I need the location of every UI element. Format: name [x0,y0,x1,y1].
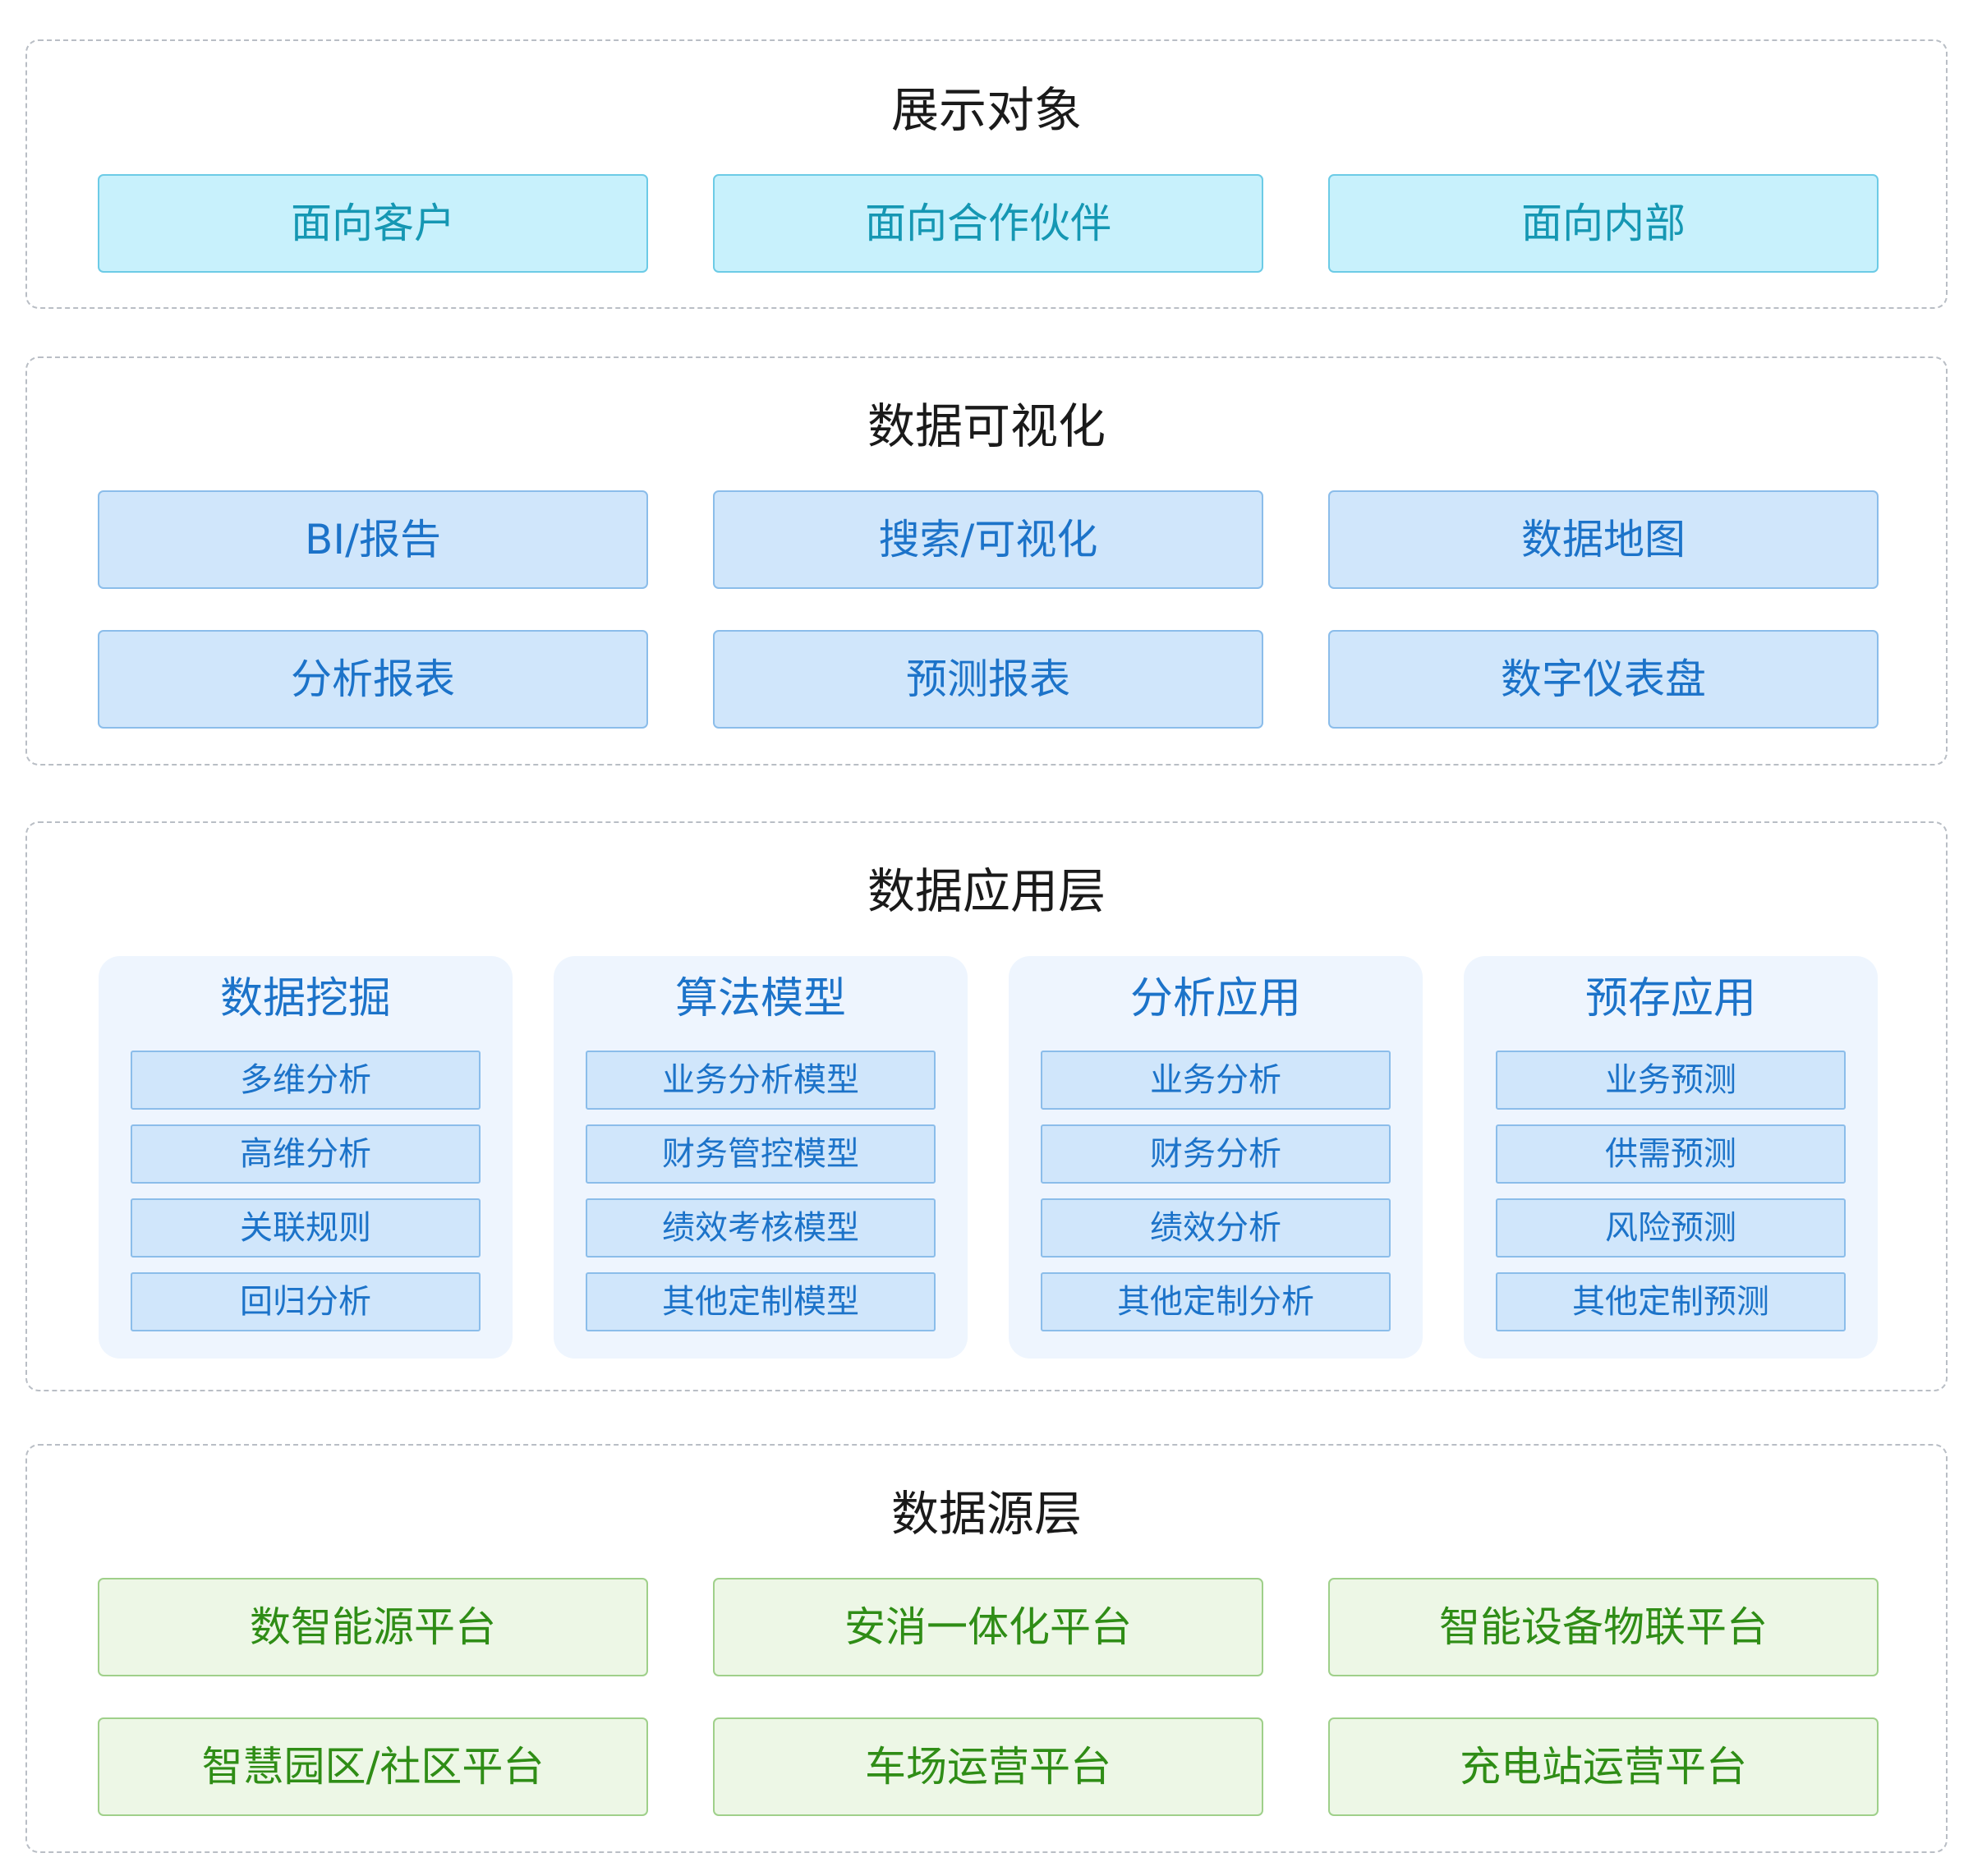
group-item: 其他定制预测 [1496,1272,1846,1331]
source-item-iot: 智能设备物联平台 [1328,1578,1879,1676]
layer-source: 数据源层 数智能源平台 安消一体化平台 智能设备物联平台 智慧园区/社区平台 车… [25,1444,1948,1853]
viz-item-data-map: 数据地图 [1328,490,1879,589]
group-item: 财务管控模型 [586,1124,936,1184]
group-title: 预存应用 [1584,974,1756,1023]
app-group-analysis-app: 分析应用 业务分析 财务分析 绩效分析 其他定制分析 [1009,956,1423,1359]
source-item-parking: 车场运营平台 [713,1717,1263,1816]
group-item: 风险预测 [1496,1198,1846,1258]
group-item: 回归分析 [131,1272,481,1331]
group-item: 财务分析 [1041,1124,1391,1184]
group-item: 业务分析模型 [586,1051,936,1110]
app-group-algorithm-model: 算法模型 业务分析模型 财务管控模型 绩效考核模型 其他定制模型 [554,956,968,1359]
viz-item-forecast-report: 预测报表 [713,630,1263,729]
group-item: 关联规则 [131,1198,481,1258]
layer-display: 展示对象 面向客户 面向合作伙伴 面向内部 [25,39,1948,309]
group-item: 绩效考核模型 [586,1198,936,1258]
viz-item-analysis-report: 分析报表 [98,630,648,729]
group-item: 业务预测 [1496,1051,1846,1110]
layer-application: 数据应用层 数据挖掘 多维分析 高维分析 关联规则 回归分析 算法模型 业务分析… [25,821,1948,1391]
group-item: 高维分析 [131,1124,481,1184]
source-item-energy: 数智能源平台 [98,1578,648,1676]
group-title: 数据挖掘 [219,974,391,1023]
group-item: 业务分析 [1041,1051,1391,1110]
group-item: 其他定制模型 [586,1272,936,1331]
group-item: 其他定制分析 [1041,1272,1391,1331]
display-item-internal: 面向内部 [1328,174,1879,273]
display-item-partner: 面向合作伙伴 [713,174,1263,273]
viz-item-dashboard: 数字仪表盘 [1328,630,1879,729]
source-item-park: 智慧园区/社区平台 [98,1717,648,1816]
layer-title: 数据应用层 [867,863,1106,919]
layer-title: 数据可视化 [867,398,1106,454]
group-item: 多维分析 [131,1051,481,1110]
app-group-forecast-app: 预存应用 业务预测 供需预测 风险预测 其他定制预测 [1464,956,1878,1359]
display-item-customer: 面向客户 [98,174,648,273]
group-title: 算法模型 [674,974,846,1023]
viz-item-bi-report: BI/报告 [98,490,648,589]
group-title: 分析应用 [1129,974,1301,1023]
viz-item-search-visual: 搜索/可视化 [713,490,1263,589]
source-item-charging: 充电站运营平台 [1328,1717,1879,1816]
app-group-data-mining: 数据挖掘 多维分析 高维分析 关联规则 回归分析 [99,956,513,1359]
layer-visualization: 数据可视化 BI/报告 搜索/可视化 数据地图 分析报表 预测报表 数字仪表盘 [25,356,1948,766]
layer-title: 展示对象 [890,82,1082,138]
source-item-security: 安消一体化平台 [713,1578,1263,1676]
group-item: 绩效分析 [1041,1198,1391,1258]
layer-title: 数据源层 [890,1486,1082,1542]
group-item: 供需预测 [1496,1124,1846,1184]
